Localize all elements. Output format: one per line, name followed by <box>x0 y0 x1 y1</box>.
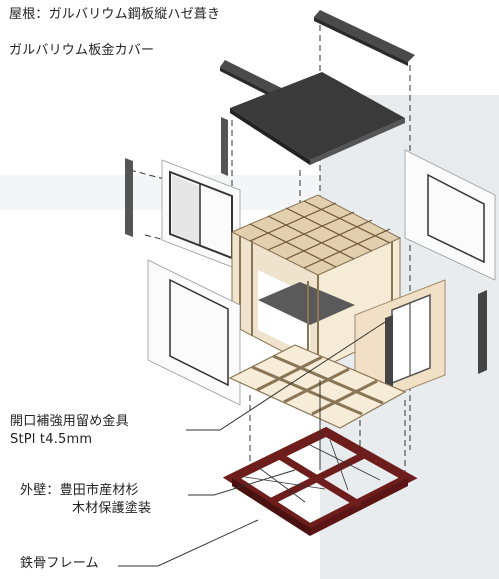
right-wall-trim-back <box>478 290 487 374</box>
label-roof: 屋根：ガルバリウム鋼板縦ハゼ葺き <box>9 7 221 22</box>
floor-joists <box>228 344 407 429</box>
label-steel-frame: 鉄骨フレーム <box>20 556 99 571</box>
roof-cover-strip-right <box>314 10 415 66</box>
roof-panel <box>230 72 405 165</box>
timber-frame <box>230 194 402 371</box>
label-exterior-wall: 外壁：豊田市産材杉 <box>20 483 139 498</box>
front-right-trim <box>385 315 393 398</box>
label-exterior-wall-finish: 木材保護塗装 <box>72 501 152 516</box>
right-wall-panel <box>404 149 496 281</box>
leader-lines <box>118 321 386 567</box>
label-opening-hardware: 開口補強用留め金具 <box>10 414 129 429</box>
label-opening-hardware-spec: StPl t4.5mm <box>10 432 93 447</box>
steel-frame <box>222 426 418 536</box>
label-roof-cover: ガルバリウム板金カバー <box>9 43 155 58</box>
left-wall-panel <box>161 159 241 271</box>
left-upper-trim <box>221 117 228 176</box>
front-left-wall-panel <box>147 259 241 406</box>
left-wall-trim <box>125 158 133 237</box>
